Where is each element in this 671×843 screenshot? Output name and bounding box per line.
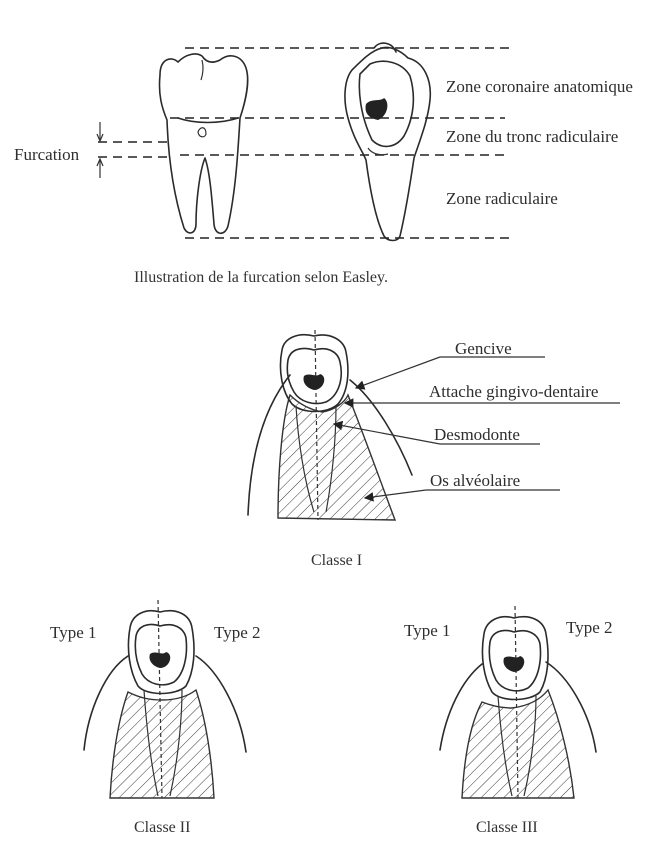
molar-fissure bbox=[201, 60, 203, 80]
classe3-pulp bbox=[503, 656, 524, 672]
label-os-alveolaire: Os alvéolaire bbox=[430, 472, 520, 489]
classe2-pulp bbox=[149, 652, 170, 668]
molar-pulp-mark bbox=[198, 128, 206, 137]
classe3-bone bbox=[462, 690, 574, 798]
premolar-pulp bbox=[366, 98, 388, 120]
label-furcation: Furcation bbox=[14, 146, 79, 163]
label-classe3-type2: Type 2 bbox=[566, 619, 613, 636]
label-zone-tronc: Zone du tronc radiculaire bbox=[446, 128, 618, 145]
label-gencive: Gencive bbox=[455, 340, 512, 357]
classe2-crown bbox=[128, 611, 194, 694]
label-classe2-type1: Type 1 bbox=[50, 624, 97, 641]
leader-gencive bbox=[356, 357, 440, 388]
label-classe2-type2: Type 2 bbox=[214, 624, 261, 641]
label-desmodonte: Desmodonte bbox=[434, 426, 520, 443]
molar-tooth-outline bbox=[159, 54, 247, 233]
caption-classe-1: Classe I bbox=[311, 553, 362, 569]
classe2-bone bbox=[110, 690, 214, 798]
label-classe3-type1: Type 1 bbox=[404, 622, 451, 639]
label-attache-gingivo-dentaire: Attache gingivo-dentaire bbox=[429, 383, 598, 400]
caption-classe-2: Classe II bbox=[134, 820, 190, 836]
label-zone-coronaire: Zone coronaire anatomique bbox=[446, 78, 633, 95]
caption-classe-3: Classe III bbox=[476, 820, 538, 836]
premolar-tooth-outline bbox=[345, 47, 430, 240]
caption-easley: Illustration de la furcation selon Easle… bbox=[134, 270, 388, 286]
label-zone-radiculaire: Zone radiculaire bbox=[446, 190, 558, 207]
classe1-pulp bbox=[303, 374, 324, 390]
premolar-cej-mark bbox=[368, 148, 388, 155]
